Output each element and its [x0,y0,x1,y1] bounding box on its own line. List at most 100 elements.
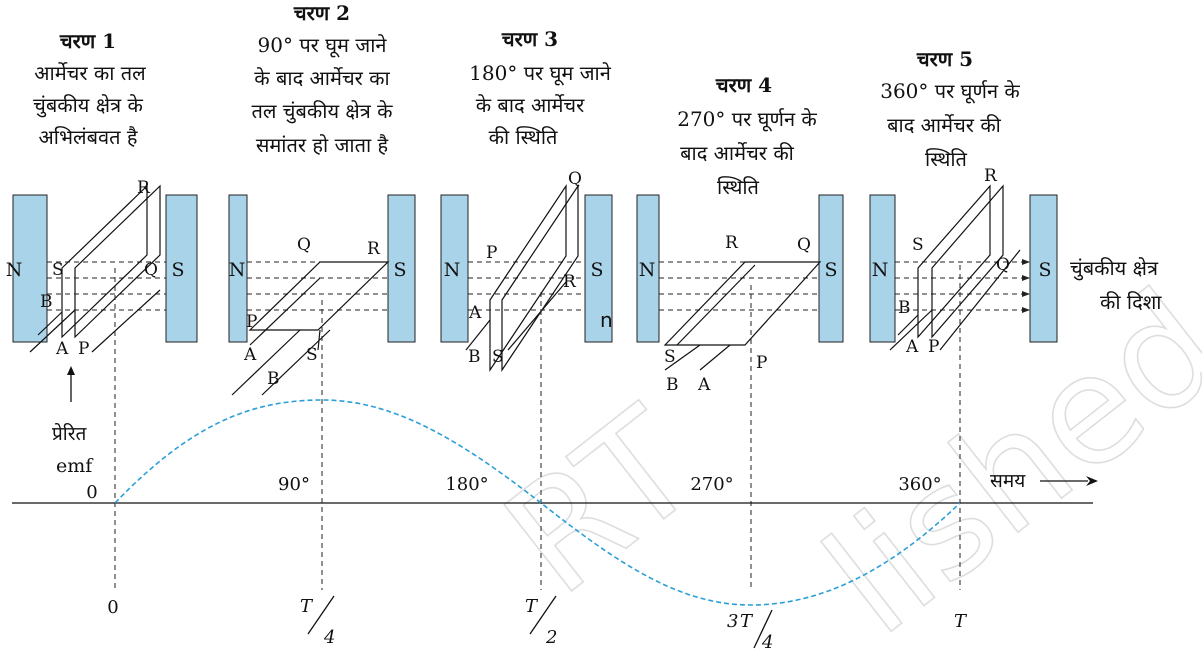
coil-label: B [468,347,481,367]
north-pole-label: N [6,259,23,281]
stage-2-caption: चरण 2 90° पर घूम जाने के बाद आर्मेचर का … [251,1,393,157]
coil-label: Q [996,255,1010,275]
stage-caption-line: तल चुंबकीय क्षेत्र के [251,99,393,124]
south-pole-label: S [824,259,837,281]
coil-label: A [905,337,919,357]
coil-label: S [912,235,924,255]
tick-denominator: 2 [545,627,557,648]
stage-heading: चरण 4 [715,73,772,97]
field-direction-label: चुंबकीय क्षेत्र की दिशा [1070,256,1162,314]
stage-caption-line: बाद आर्मेचर की [680,141,795,165]
coil-label: P [756,353,767,373]
stage-caption-line: स्थिति [925,147,968,171]
coil-labels-stage-4: R Q S P B A [664,233,811,395]
coil-labels-stage-1: R S Q B A P [40,178,158,359]
tick-numerator: T [740,611,754,632]
coil-label: S [306,345,318,365]
stage-4-caption: चरण 4 270° पर घूर्णन के बाद आर्मेचर की स… [677,73,817,199]
south-pole-magnet [1029,194,1058,343]
coil-label: Q [797,235,811,255]
tick-full: T [954,611,968,632]
tick-three-quarter: 3 T 4 [727,609,773,652]
coil-label: P [246,312,257,332]
field-label-line: की दिशा [1100,290,1162,314]
stage-heading: चरण 1 [59,29,116,53]
stage-caption-line: बाद आर्मेचर की [887,113,1002,137]
coil-label: Q [568,169,582,189]
armature-coil-stage-3 [465,184,579,372]
tick-denominator: 4 [761,632,773,652]
stray-letter: n [600,308,613,332]
coil-label: R [725,233,739,253]
south-pole-magnet [818,194,844,343]
stage-heading: चरण 3 [501,27,558,51]
pole-labels: N S N S N S N S N S [6,259,1052,281]
field-arrowheads [1022,259,1030,313]
coil-label: B [666,375,679,395]
degree-label: 90° [278,474,310,495]
north-pole-label: N [229,259,246,281]
svg-text:lished: lished [795,258,1202,652]
armature-coil-stage-4 [663,261,822,371]
coil-label: Q [144,260,158,280]
stage-heading: चरण 2 [293,1,350,25]
tick-zero: 0 [107,597,118,618]
time-guides [114,265,961,590]
south-pole-magnet [584,194,613,343]
stage-1-caption: चरण 1 आर्मेचर का तल चुंबकीय क्षेत्र के अ… [33,29,146,149]
south-pole-label: S [1038,259,1051,281]
tick-numerator: T [300,596,314,617]
coil-label: S [52,260,64,280]
south-pole-label: S [171,259,184,281]
time-axis-label: समय [990,470,1026,492]
stage-caption-line: 270° पर घूर्णन के [677,107,817,132]
stage-3-caption: चरण 3 180° पर घूम जाने के बाद आर्मेचर की… [469,27,612,149]
north-pole-magnet [440,194,469,343]
north-pole-magnet [869,194,896,343]
south-pole-label: S [393,259,406,281]
coil-labels-stage-2: Q R P A S B [243,235,381,389]
north-pole-label: N [444,259,461,281]
tick-denominator: 4 [323,627,335,648]
tick-quarter: T 4 [300,595,335,648]
emf-label: प्रेरित emf 0 [52,366,98,503]
magnet-poles [12,194,1058,343]
coil-label: Q [297,235,311,255]
south-pole-magnet [165,194,198,343]
south-pole-magnet [387,194,416,343]
north-pole-magnet [636,194,660,343]
degree-label: 180° [445,474,488,495]
armature-coil-stage-1 [29,184,161,353]
coil-label: A [697,375,711,395]
degree-labels: 90° 180° 270° 360° [278,474,942,495]
coil-label: R [137,178,151,198]
coil-label: A [243,345,257,365]
stage-caption-line: की स्थिति [489,125,558,149]
coil-label: R [563,272,577,292]
degree-label: 360° [898,474,941,495]
stage-caption-line: चुंबकीय क्षेत्र के [33,93,143,118]
origin-label: 0 [86,482,97,503]
stage-caption-line: 360° पर घूर्णन के [880,79,1020,104]
stage-heading: चरण 5 [916,47,973,71]
coil-labels-stage-5: R S Q B A P [898,166,1010,357]
degree-label: 270° [690,474,733,495]
coil-label: B [898,298,911,318]
coil-label: B [267,369,280,389]
coil-label: A [468,303,482,323]
field-label-line: चुंबकीय क्षेत्र [1070,256,1159,281]
coil-label: S [492,347,504,367]
north-pole-magnet [12,194,48,343]
stage-caption-line: के बाद आर्मेचर [476,93,585,117]
armature-coil-stage-2 [231,261,390,396]
stage-caption-line: के बाद आर्मेचर का [254,66,390,90]
south-pole-label: S [590,259,603,281]
coil-label: R [984,166,998,186]
armature-coil-stage-5 [889,184,1021,351]
tick-half: T 2 [525,595,557,648]
north-pole-magnet [228,194,248,343]
coil-label: A [55,339,69,359]
coil-label: P [78,339,89,359]
coil-label: B [40,292,53,312]
